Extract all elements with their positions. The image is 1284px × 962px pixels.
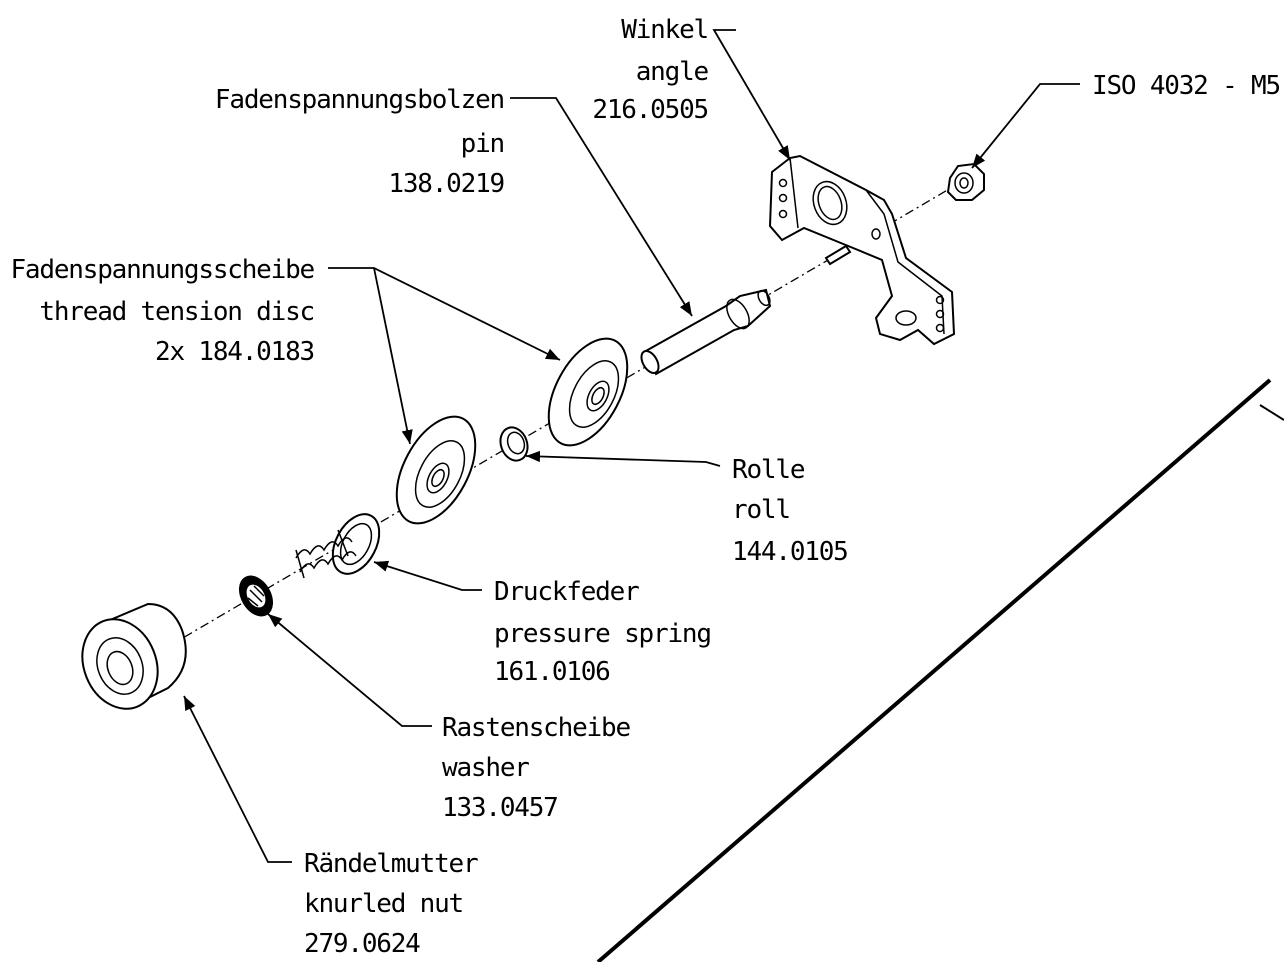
label-raste: Rastenscheibe washer 133.0457 bbox=[442, 713, 632, 823]
label-winkel: Winkel angle 216.0505 bbox=[592, 15, 709, 125]
label-nut: ISO 4032 - M5 bbox=[1092, 71, 1281, 101]
label-feder-english: pressure spring bbox=[494, 619, 711, 649]
label-winkel-number: 216.0505 bbox=[592, 95, 708, 125]
leader-rmutter bbox=[183, 695, 292, 863]
label-rolle-english: roll bbox=[732, 495, 790, 525]
label-feder-number: 161.0106 bbox=[494, 657, 610, 687]
leader-nut bbox=[971, 83, 1080, 169]
label-feder: Druckfeder pressure spring 161.0106 bbox=[494, 577, 712, 687]
label-rolle: Rolle roll 144.0105 bbox=[732, 455, 849, 567]
label-raste-number: 133.0457 bbox=[442, 793, 558, 823]
leader-bolzen bbox=[510, 97, 693, 317]
label-scheibe: Fadenspannungsscheibe thread tension dis… bbox=[10, 255, 315, 367]
label-bolzen-english: pin bbox=[461, 129, 504, 159]
label-winkel-english: angle bbox=[636, 57, 709, 87]
label-rolle-name: Rolle bbox=[732, 455, 805, 485]
label-scheibe-number: 2x 184.0183 bbox=[155, 337, 314, 367]
leader-raste bbox=[267, 613, 432, 727]
leader-scheibe-upper bbox=[328, 267, 561, 361]
detent-washer bbox=[238, 575, 274, 617]
label-rmutter-name: Rändelmutter bbox=[304, 849, 478, 879]
label-nut-name: ISO 4032 - M5 bbox=[1092, 71, 1280, 101]
tension-disc-upper bbox=[547, 337, 629, 447]
label-rmutter-number: 279.0624 bbox=[304, 929, 420, 959]
label-scheibe-english: thread tension disc bbox=[39, 297, 314, 327]
drawing-frame-line bbox=[596, 378, 1272, 962]
label-bolzen: Fadenspannungsbolzen pin 138.0219 bbox=[215, 85, 505, 199]
label-rolle-number: 144.0105 bbox=[732, 537, 848, 567]
leader-rolle bbox=[525, 450, 721, 467]
label-rmutter-english: knurled nut bbox=[304, 889, 463, 919]
label-bolzen-name: Fadenspannungsbolzen bbox=[215, 85, 504, 115]
label-scheibe-name: Fadenspannungsscheibe bbox=[10, 255, 314, 285]
leader-scheibe-lower bbox=[373, 267, 413, 445]
pressure-spring bbox=[295, 513, 381, 579]
label-bolzen-number: 138.0219 bbox=[388, 169, 504, 199]
label-rmutter: Rändelmutter knurled nut 279.0624 bbox=[304, 849, 479, 959]
roll bbox=[499, 426, 529, 462]
leader-feder bbox=[373, 560, 482, 591]
label-raste-name: Rastenscheibe bbox=[442, 713, 630, 743]
tension-disc-lower bbox=[395, 415, 477, 525]
leader-winkel bbox=[712, 29, 791, 161]
label-winkel-name: Winkel bbox=[621, 15, 708, 45]
tension-pin bbox=[640, 288, 772, 376]
label-feder-name: Druckfeder bbox=[494, 577, 639, 607]
label-raste-english: washer bbox=[442, 753, 529, 783]
hex-nut bbox=[946, 162, 985, 201]
knurled-nut bbox=[81, 602, 187, 710]
angle-bracket bbox=[768, 154, 956, 346]
frame-leader-stub bbox=[1259, 404, 1284, 421]
